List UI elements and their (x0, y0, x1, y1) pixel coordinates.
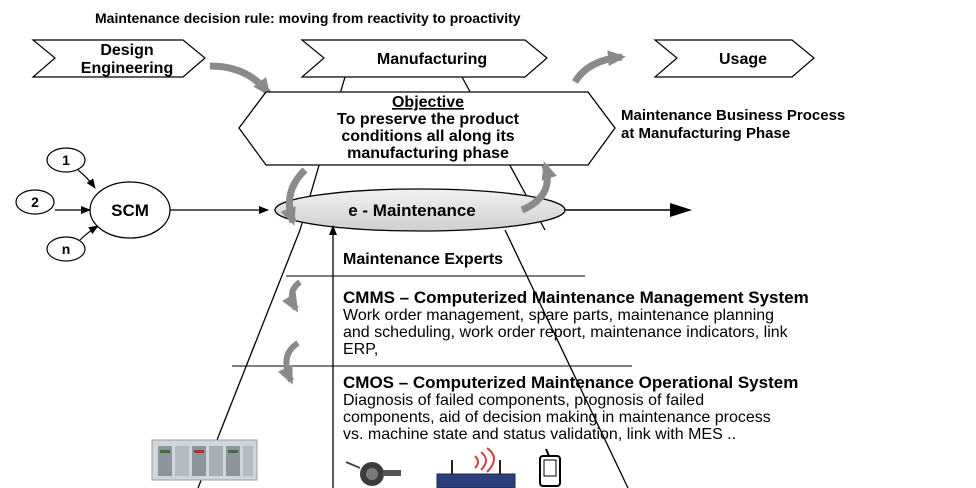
cmms-line-1: Work order management, spare parts, main… (343, 307, 774, 324)
phase-usage-label: Usage (719, 51, 767, 68)
phase-manufacturing (300, 39, 548, 78)
e-maintenance-label: e - Maintenance (348, 201, 476, 220)
objective-heading: Objective (392, 94, 464, 111)
cmms-line-3: ERP, (343, 341, 378, 358)
input-node-1 (46, 147, 86, 173)
input-node-n (46, 236, 86, 262)
encoder-sensor-icon (345, 461, 401, 486)
plc-rack-icon (151, 439, 258, 481)
objective-line-2: conditions all along its (341, 128, 514, 145)
input-1-arrow (77, 169, 96, 189)
cmms-to-cmos-arrow (277, 340, 300, 385)
objective-to-usage-arrow (571, 50, 626, 84)
cmms-line-2: and scheduling, work order report, maint… (343, 324, 789, 341)
phase-design-engineering (31, 39, 206, 78)
diagram-title: Maintenance decision rule: moving from r… (95, 10, 521, 26)
funnel-right-lower (504, 229, 629, 488)
business-process-label-1: Maintenance Business Process (621, 107, 845, 124)
input-node-1-label: 1 (62, 152, 70, 168)
objective-line-3: manufacturing phase (347, 145, 509, 162)
phase-design-label-1: Design (100, 42, 153, 59)
design-to-objective-arrow (209, 62, 271, 97)
objective-to-emaintenance-arrow (280, 167, 308, 226)
input-n-arrow (79, 225, 99, 241)
phase-manufacturing-label: Manufacturing (377, 51, 487, 68)
input-node-2 (15, 189, 55, 215)
cmos-title: CMOS – Computerized Maintenance Operatio… (343, 373, 798, 392)
cmos-line-3: vs. machine state and status validation,… (343, 426, 736, 443)
input-node-2-label: 2 (31, 194, 39, 210)
emaintenance-to-objective-arrow (520, 161, 557, 214)
maintenance-experts-label: Maintenance Experts (343, 251, 503, 268)
cmms-title: CMMS – Computerized Maintenance Manageme… (343, 288, 809, 307)
objective-hexagon (238, 91, 616, 166)
input-node-n-label: n (62, 241, 71, 257)
wireless-router-icon (436, 447, 516, 488)
cmos-line-1: Diagnosis of failed components, prognosi… (343, 392, 704, 409)
cmos-line-2: components, aid of decision making in ma… (343, 409, 771, 426)
phase-design-label-2: Engineering (81, 60, 173, 77)
pda-device-icon (539, 448, 561, 487)
business-process-label-2: at Manufacturing Phase (621, 125, 790, 142)
scm-label: SCM (111, 201, 149, 220)
experts-to-cmms-arrow (282, 279, 302, 313)
objective-line-1: To preserve the product (337, 111, 520, 128)
phase-usage (653, 39, 815, 78)
